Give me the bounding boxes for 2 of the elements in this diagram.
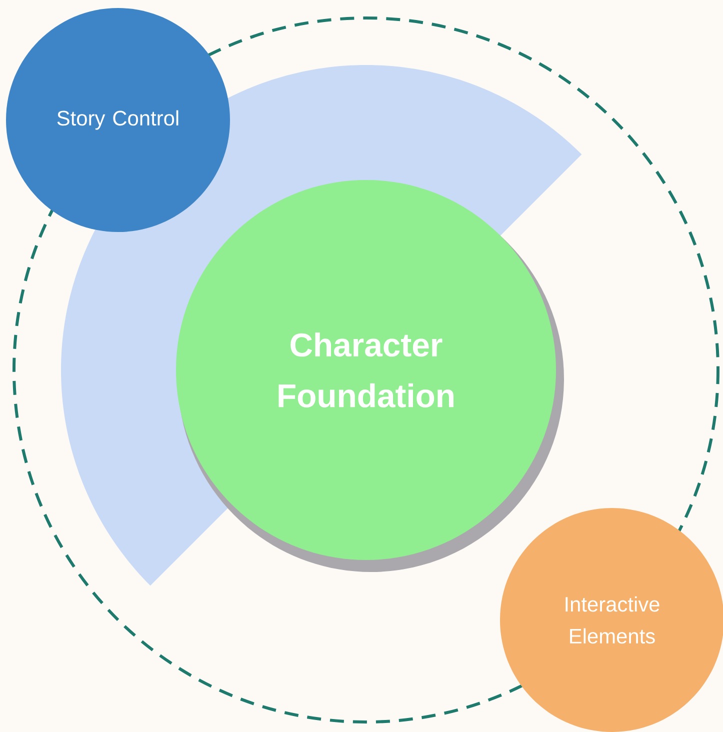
circle-node: Character Foundation: [176, 180, 556, 560]
circle-node: Story Control: [6, 8, 230, 232]
